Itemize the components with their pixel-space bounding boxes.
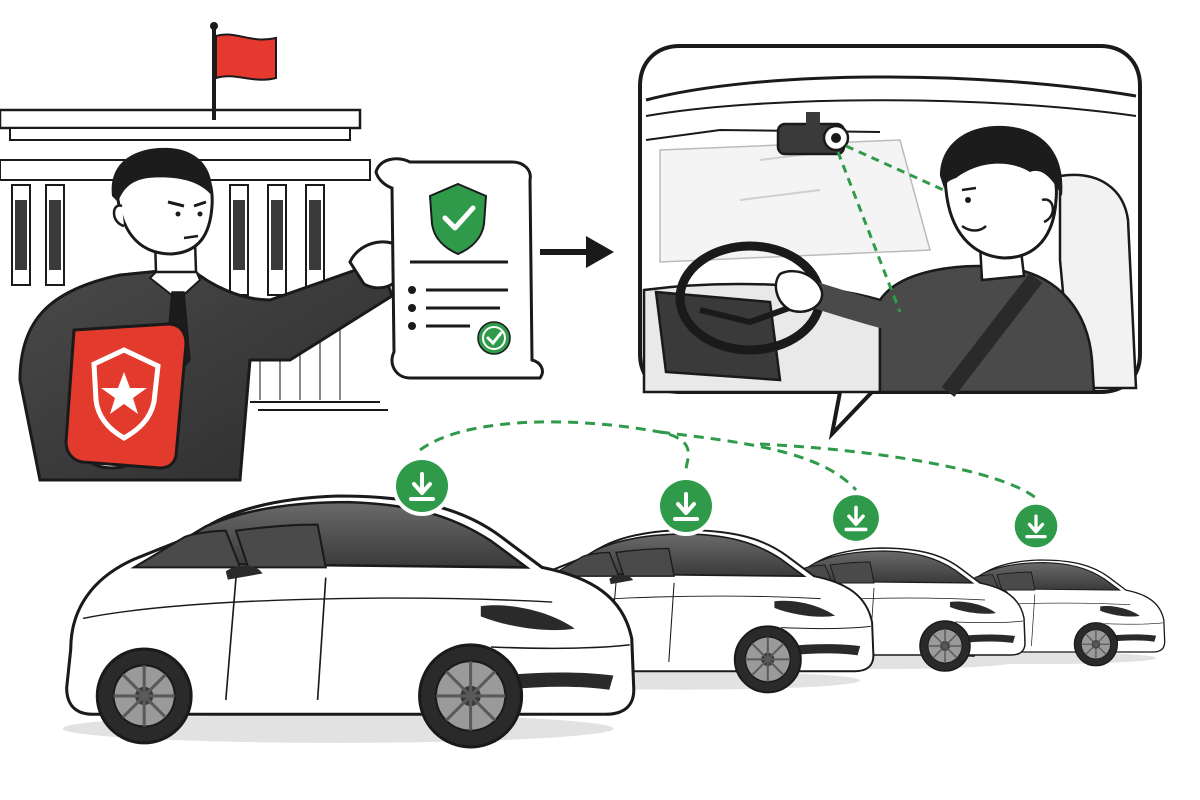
in-cabin-view-bubble [638, 44, 1142, 441]
document-text-lines [408, 260, 508, 330]
download-icon [1009, 499, 1063, 553]
flag-icon [210, 22, 277, 120]
approved-document [374, 157, 544, 380]
government-building [0, 108, 388, 411]
update-paths [419, 420, 1037, 500]
car-1 [61, 494, 636, 749]
car-fleet [61, 494, 1166, 749]
shield-check-icon [428, 182, 488, 256]
in-cabin-camera-icon [776, 112, 850, 156]
download-icon [390, 454, 454, 518]
seal-check-icon [477, 321, 511, 355]
download-icon [654, 474, 718, 538]
download-icon [827, 489, 885, 547]
arrow-right-icon [540, 236, 614, 268]
shield-star-icon [64, 322, 188, 470]
